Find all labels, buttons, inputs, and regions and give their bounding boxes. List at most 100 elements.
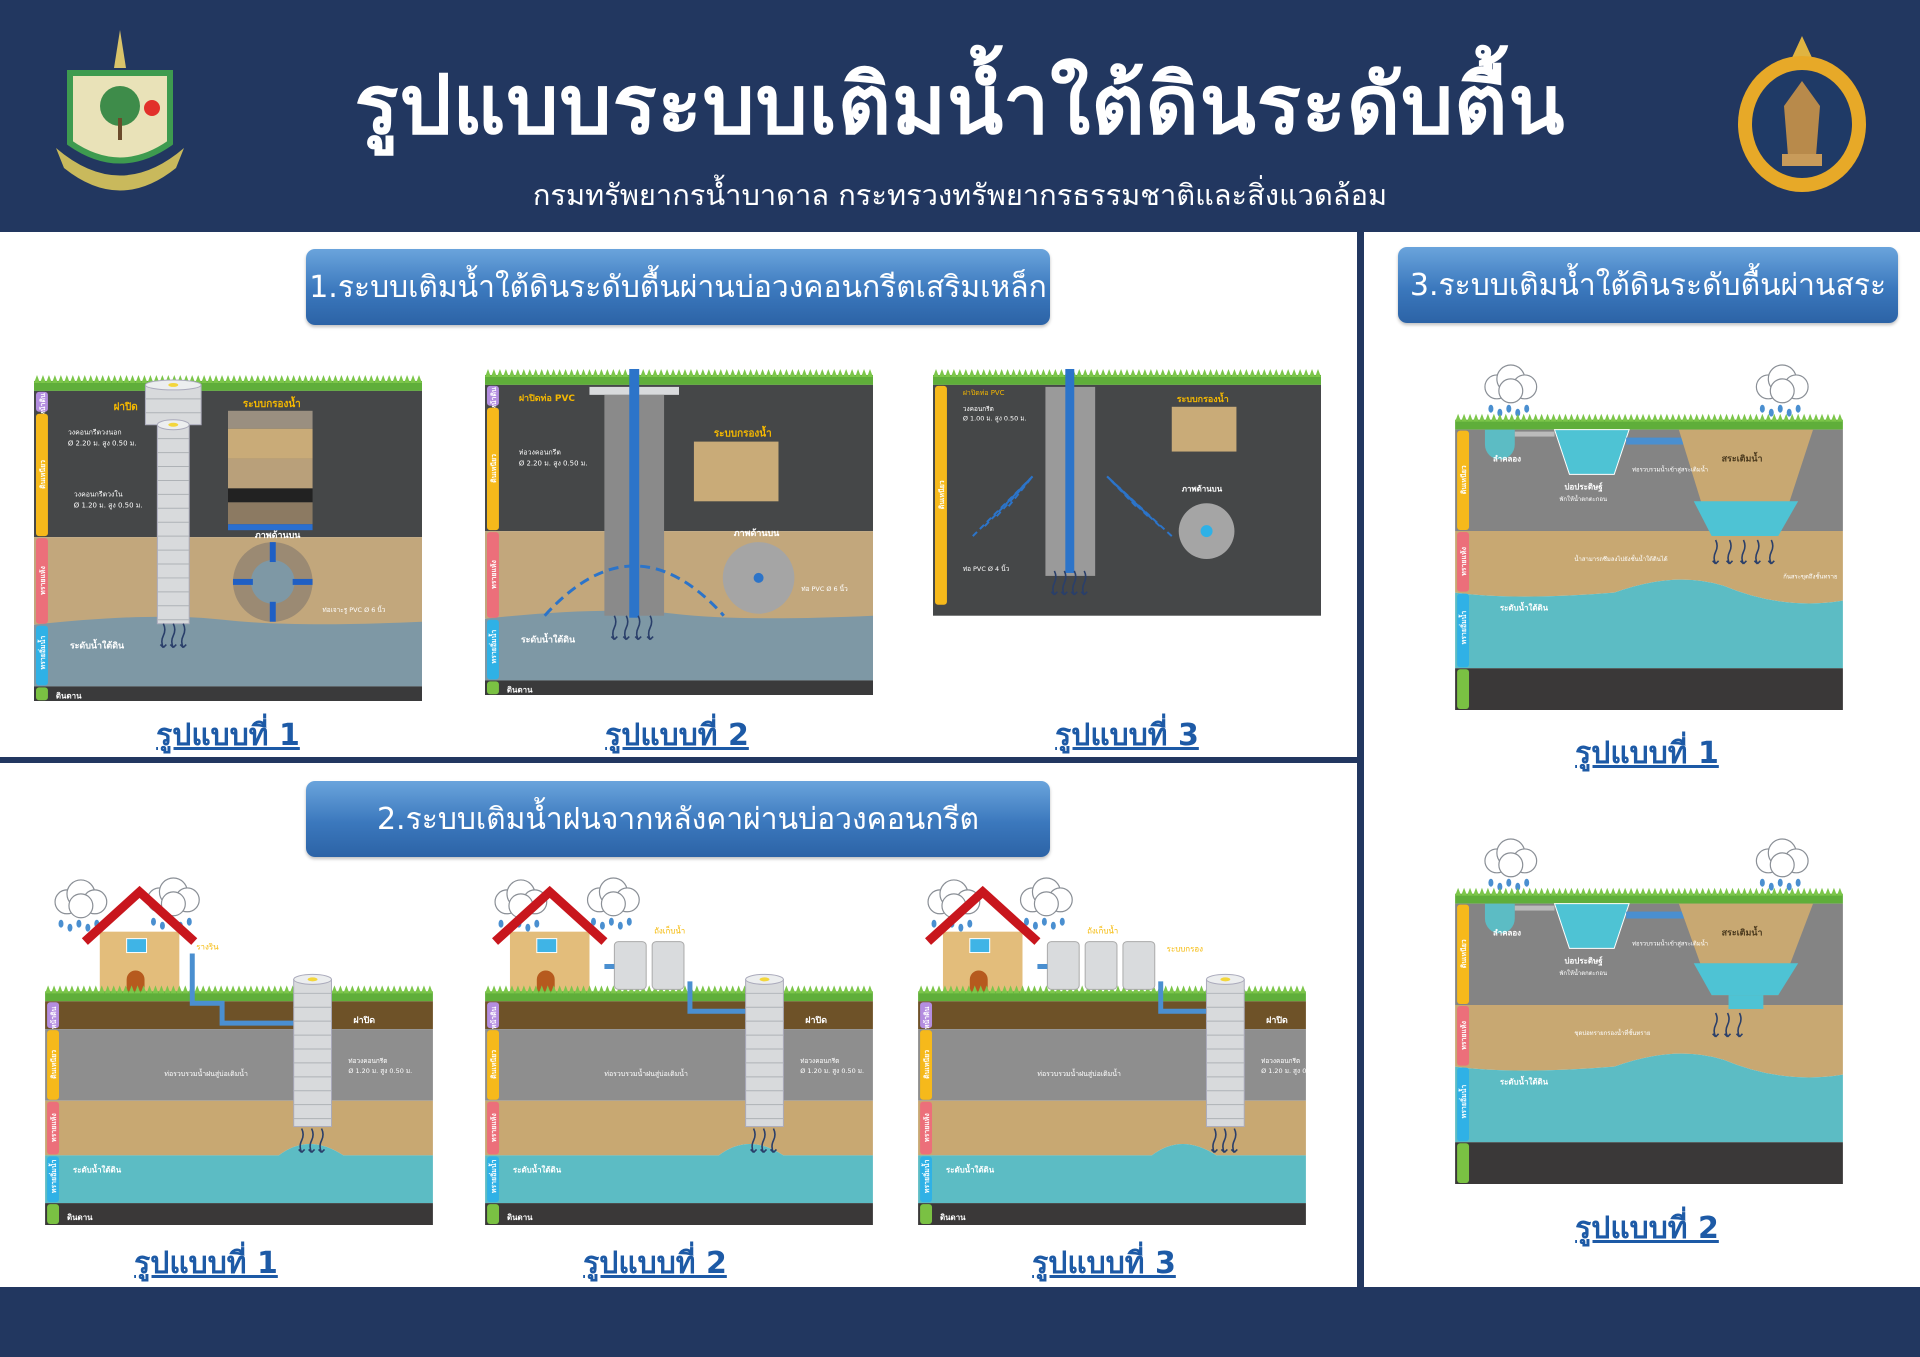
- grass-blade: [532, 368, 539, 377]
- grass-blade: [266, 374, 273, 383]
- grass-blade: [1455, 413, 1462, 422]
- grass-blade: [855, 985, 861, 994]
- section-1-heading: 1.ระบบเติมน้ำใต้ดินระดับตื้นผ่านบ่อวงคอน…: [306, 249, 1050, 325]
- grass-blade: [1079, 985, 1086, 994]
- grass-blade: [230, 374, 237, 383]
- grass-blade: [968, 368, 975, 377]
- grass-blade: [1225, 368, 1232, 377]
- grass-blade: [1484, 887, 1491, 896]
- grass-blade: [277, 985, 284, 994]
- infiltration-arrow-icon: [1220, 1128, 1228, 1153]
- grass-blade: [349, 985, 356, 994]
- grass-blade: [1293, 985, 1300, 994]
- grass-blade: [1759, 413, 1766, 422]
- grass-blade: [1646, 413, 1652, 422]
- grass-blade: [723, 368, 730, 377]
- layer-tag-label: ทรายแห้ง: [49, 1113, 58, 1142]
- water-tank-icon: [613, 941, 647, 990]
- infiltration-arrow-icon: [317, 1128, 326, 1153]
- lid-label: ฝาปิด: [353, 1015, 375, 1026]
- grass-blade: [1568, 413, 1575, 422]
- water-table-label: ระดับน้ำใต้ดิน: [513, 1163, 562, 1174]
- grass-blade: [538, 985, 545, 994]
- inner-ring-dim: Ø 2.20 ม. สูง 0.50 ม.: [519, 459, 588, 467]
- layer-tag-label: ดินเหนียว: [923, 1050, 931, 1080]
- concrete-ring-well: [745, 973, 784, 1128]
- filter-system-label: ระบบกรองน้ำ: [1177, 392, 1229, 405]
- grass-blade: [1267, 368, 1274, 377]
- flow-line: [1106, 475, 1137, 507]
- grass-blade: [1001, 985, 1008, 994]
- layer-tag-label: หน้าดิน: [922, 1006, 931, 1029]
- grass-blade: [1824, 887, 1831, 896]
- layer-tag-label: ทรายแห้ง: [1459, 546, 1468, 575]
- layer-tag-label: หน้าดิน: [489, 1006, 498, 1029]
- page-title: รูปแบบระบบเติมน้ำใต้ดินระดับตื้น: [354, 58, 1566, 153]
- layer-tag: [35, 413, 48, 537]
- infiltration-arrow-icon: [759, 1128, 768, 1153]
- grass-blade: [1037, 985, 1044, 994]
- grass-blade: [658, 368, 665, 377]
- grass-blade: [1198, 985, 1205, 994]
- grass-blade: [374, 374, 381, 383]
- inner-ring-dim: Ø 1.00 ม. สูง 0.50 ม.: [963, 415, 1027, 423]
- grass-blade: [753, 368, 760, 377]
- infiltration-arrow-icon: [646, 615, 654, 641]
- layer-tag: [487, 1156, 500, 1203]
- grass-blade: [1580, 887, 1587, 896]
- grass-blade: [747, 368, 754, 377]
- grass-blade: [676, 368, 682, 377]
- section-1-model-1-link[interactable]: รูปแบบที่ 1: [156, 718, 300, 753]
- section-3-model-2-link[interactable]: รูปแบบที่ 2: [1575, 1211, 1719, 1246]
- pvc-pipe-label: ท่อเจาะรู PVC Ø 6 นิ้ว: [323, 605, 386, 614]
- grass-blade: [116, 985, 123, 994]
- section-2-diagram-2: หน้าดินดินเหนียวทรายแห้งทรายอิ่มน้ำถังเก…: [485, 877, 873, 1225]
- grass-blade: [1276, 985, 1283, 994]
- grass-blade: [146, 985, 153, 994]
- lid-cap: [168, 382, 179, 387]
- grass-blade: [497, 985, 503, 994]
- canal-label: ลำคลอง: [1493, 928, 1521, 937]
- grass-blade: [1219, 368, 1226, 377]
- grass-blade: [1461, 413, 1468, 422]
- grass-blade: [140, 985, 147, 994]
- grass-blade: [380, 374, 387, 383]
- grass-blade: [1526, 887, 1533, 896]
- grass-blade: [247, 985, 254, 994]
- infiltration-arrow-icon: [634, 615, 642, 641]
- lid-label: ฝาปิด: [1266, 1015, 1288, 1026]
- grass-blade: [508, 368, 515, 377]
- ring-label: ท่อวงคอนกรีต: [348, 1057, 387, 1065]
- grass-blade: [379, 985, 386, 994]
- grass-blade: [326, 374, 333, 383]
- grass-blade: [1153, 368, 1160, 377]
- grass-blade: [1299, 985, 1306, 994]
- grass-blade: [1192, 985, 1199, 994]
- grass-blade: [218, 985, 225, 994]
- grass-blade: [813, 368, 820, 377]
- grass-blade: [1765, 887, 1772, 896]
- section-2-model-1-link[interactable]: รูปแบบที่ 1: [134, 1246, 278, 1281]
- layer-tag-label: ทรายแห้ง: [489, 1113, 498, 1142]
- layer-tag: [35, 625, 48, 686]
- grass-blade: [147, 374, 154, 383]
- section-2-model-3-link[interactable]: รูปแบบที่ 3: [1032, 1246, 1176, 1281]
- grass-blade: [681, 368, 688, 377]
- infiltration-arrow-icon: [169, 623, 177, 649]
- section-2-model-2-link[interactable]: รูปแบบที่ 2: [583, 1246, 727, 1281]
- section-1-model-3-link[interactable]: รูปแบบที่ 3: [1055, 718, 1199, 753]
- infiltration-arrow-icon: [298, 1128, 306, 1153]
- grass-blade: [1025, 985, 1032, 994]
- infiltration-arrow-icon: [1050, 570, 1058, 596]
- section-3-model-1-link[interactable]: รูปแบบที่ 1: [1575, 736, 1719, 771]
- inlet-pipe: [1514, 431, 1555, 437]
- collection-pipe-label: ท่อรวบรวมน้ำฝนสู่บ่อเติมน้ำ: [1037, 1067, 1121, 1078]
- layer-tag-label: ทรายอิ่มน้ำ: [920, 1159, 931, 1193]
- grass-blade: [1777, 887, 1784, 896]
- grass-blade: [1544, 413, 1551, 422]
- grass-blade: [1741, 413, 1748, 422]
- grass-blade: [995, 985, 1002, 994]
- section-1-model-2-link[interactable]: รูปแบบที่ 2: [605, 718, 749, 753]
- grass-blade: [1467, 413, 1474, 422]
- grass-blade: [332, 374, 339, 383]
